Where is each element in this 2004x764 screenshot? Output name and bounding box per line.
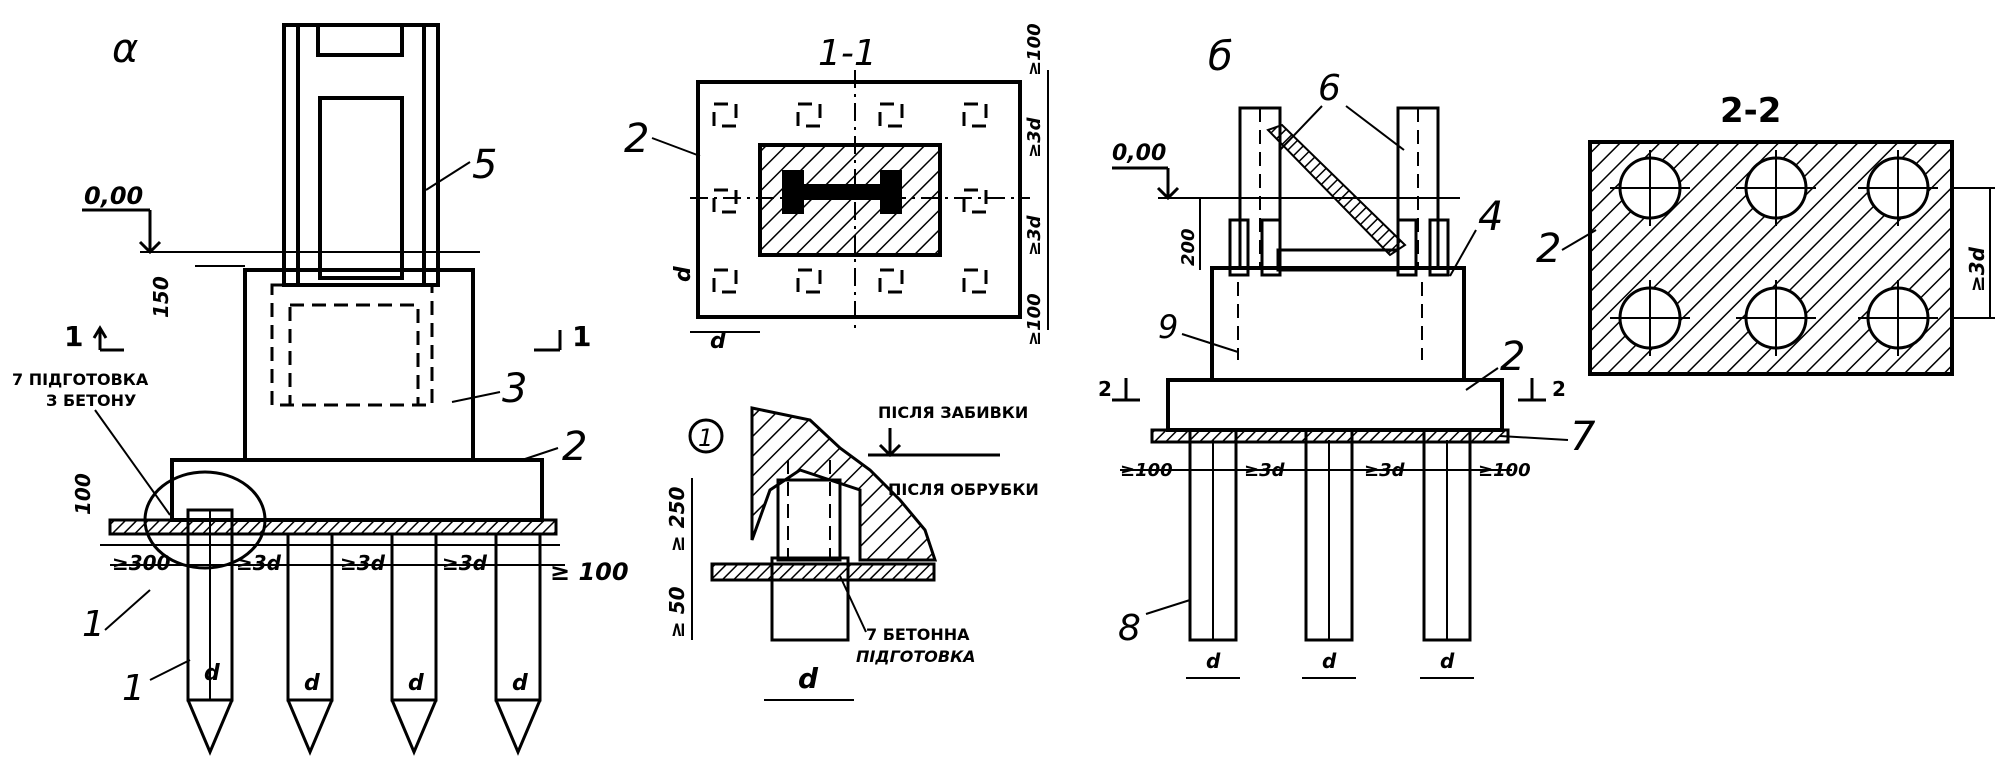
pedestal bbox=[243, 268, 475, 462]
level-label: 0,00 bbox=[84, 182, 143, 210]
label-4: 4 bbox=[1478, 194, 1503, 240]
after-driving-label: ПІСЛЯ ЗАБИВКИ bbox=[878, 403, 1028, 422]
section-1-1: 1-1 2 d d ≥100 ≥3d ≥3d ≥100 bbox=[624, 23, 1049, 354]
figure-b: б 0,00 200 2 bbox=[1098, 34, 1596, 679]
section-1-1-label-2: 2 bbox=[624, 116, 649, 162]
section-1-1-title: 1-1 bbox=[818, 33, 877, 74]
concrete-bed-line2: ПІДГОТОВКА bbox=[856, 647, 976, 666]
detail-1: 1 ПІСЛЯ ЗАБИВКИ ПІСЛЯ ОБРУБКИ ≥ 250 ≥ 50… bbox=[665, 403, 1039, 701]
detail-1-marker-label: 1 bbox=[698, 424, 713, 452]
pile-2 bbox=[286, 532, 334, 756]
section-1-1-dim-d-bottom: d bbox=[710, 329, 726, 354]
concrete-bed bbox=[108, 518, 558, 536]
pile-d-3: d bbox=[512, 671, 528, 696]
pile-d-1: d bbox=[304, 671, 320, 696]
column bbox=[282, 23, 440, 287]
figure-b-dim-ge3d-1: ≥3d bbox=[1244, 460, 1286, 481]
column-web bbox=[804, 184, 880, 200]
bed-note-line2: З БЕТОНУ bbox=[46, 391, 136, 410]
label-2-b: 2 bbox=[1500, 334, 1525, 380]
section-1-1-dim-ge3d-bottom: ≥3d bbox=[1024, 214, 1045, 256]
label-2: 2 bbox=[562, 424, 587, 470]
detail-1-dim-ge50: ≥ 50 bbox=[665, 586, 689, 638]
label-7: 7 bbox=[1570, 414, 1596, 460]
figure-b-pile-d-1: d bbox=[1206, 649, 1221, 673]
dim-ge3d-1: ≥3d bbox=[236, 551, 282, 575]
section-1-1-outline bbox=[696, 80, 1022, 319]
figure-b-dim-ge3d-2: ≥3d bbox=[1364, 460, 1406, 481]
section-mark-1-left-label: 1 bbox=[64, 320, 83, 353]
dim-100: 100 bbox=[71, 473, 95, 515]
detail-1-dim-ge250: ≥ 250 bbox=[665, 486, 689, 552]
pedestal-b bbox=[1210, 266, 1466, 382]
level-mark bbox=[82, 208, 480, 267]
detail-1-pile bbox=[770, 556, 850, 642]
section-1-1-dim-d-side: d bbox=[671, 266, 696, 282]
dim-200: 200 bbox=[1178, 228, 1199, 266]
label-6: 6 bbox=[1318, 68, 1341, 109]
figure-b-letter: б bbox=[1208, 34, 1233, 80]
pile-4 bbox=[494, 532, 542, 756]
section-mark-2-right: 2 bbox=[1552, 377, 1566, 401]
figure-a-letter: α bbox=[112, 26, 138, 72]
section-2-2-title: 2-2 bbox=[1720, 91, 1781, 131]
dim-ge3d-3: ≥3d bbox=[442, 551, 488, 575]
label-8: 8 bbox=[1118, 608, 1141, 649]
section-mark-1-left bbox=[92, 325, 124, 352]
pile-cap-b bbox=[1166, 378, 1504, 432]
section-1-1-dim-ge3d-top: ≥3d bbox=[1024, 116, 1045, 158]
figure-b-level: 0,00 bbox=[1112, 141, 1166, 166]
figure-b-dim-ge100-left: ≥100 bbox=[1120, 460, 1173, 481]
section-2-2-dim-ge3d: ≥3d bbox=[1965, 246, 1989, 292]
detail-1-concrete bbox=[750, 406, 938, 562]
pile-1 bbox=[186, 508, 234, 756]
dim-ge100: ≥ 100 bbox=[550, 558, 629, 586]
section-2-2-label-2: 2 bbox=[1536, 226, 1561, 272]
pile-plan-marks bbox=[712, 102, 988, 294]
column-flange-left bbox=[782, 170, 804, 214]
figure-b-dim-ge100-right: ≥100 bbox=[1478, 460, 1531, 481]
figure-a: α 0,00 150 1 bbox=[12, 23, 629, 756]
label-1-pile: 1 bbox=[122, 668, 145, 709]
column-flange-right bbox=[880, 170, 902, 214]
pile-b-3 bbox=[1422, 428, 1472, 642]
detail-1-marker bbox=[688, 418, 724, 454]
pile-d-2: d bbox=[408, 671, 424, 696]
after-cutting-label: ПІСЛЯ ОБРУБКИ bbox=[888, 480, 1039, 499]
label-9: 9 bbox=[1158, 308, 1178, 346]
dim-150: 150 bbox=[149, 276, 173, 318]
detail-circle bbox=[143, 470, 267, 570]
section-mark-2-left: 2 bbox=[1098, 377, 1112, 401]
bracing bbox=[1266, 123, 1407, 257]
figure-b-pile-d-2: d bbox=[1322, 649, 1337, 673]
bed-note-line1: 7 ПІДГОТОВКА bbox=[12, 370, 149, 389]
label-1-bed: 1 bbox=[82, 604, 105, 645]
section-1-1-dim-ge100-top: ≥100 bbox=[1024, 23, 1045, 76]
section-mark-1-right bbox=[534, 330, 562, 352]
detail-1-dim-d: d bbox=[798, 662, 819, 695]
pile-cross-marks-2-2 bbox=[1610, 150, 1938, 356]
section-1-1-dim-ge100-bottom: ≥100 bbox=[1024, 293, 1045, 346]
label-3: 3 bbox=[502, 366, 527, 412]
label-5: 5 bbox=[472, 142, 497, 188]
section-2-2: 2-2 2 ≥3d bbox=[1536, 91, 1995, 376]
pile-b-2 bbox=[1304, 428, 1354, 642]
pile-3 bbox=[390, 532, 438, 756]
pile-b-1 bbox=[1188, 428, 1238, 642]
detail-1-bed bbox=[710, 562, 936, 582]
dim-ge300: ≥300 bbox=[112, 551, 171, 575]
dim-ge3d-2: ≥3d bbox=[340, 551, 386, 575]
concrete-bed-line1: 7 БЕТОННА bbox=[866, 625, 970, 644]
anchor-bolts bbox=[1228, 218, 1450, 277]
section-mark-1-right-label: 1 bbox=[572, 320, 591, 353]
pile-d-0: d bbox=[204, 661, 220, 686]
figure-b-pile-d-3: d bbox=[1440, 649, 1455, 673]
